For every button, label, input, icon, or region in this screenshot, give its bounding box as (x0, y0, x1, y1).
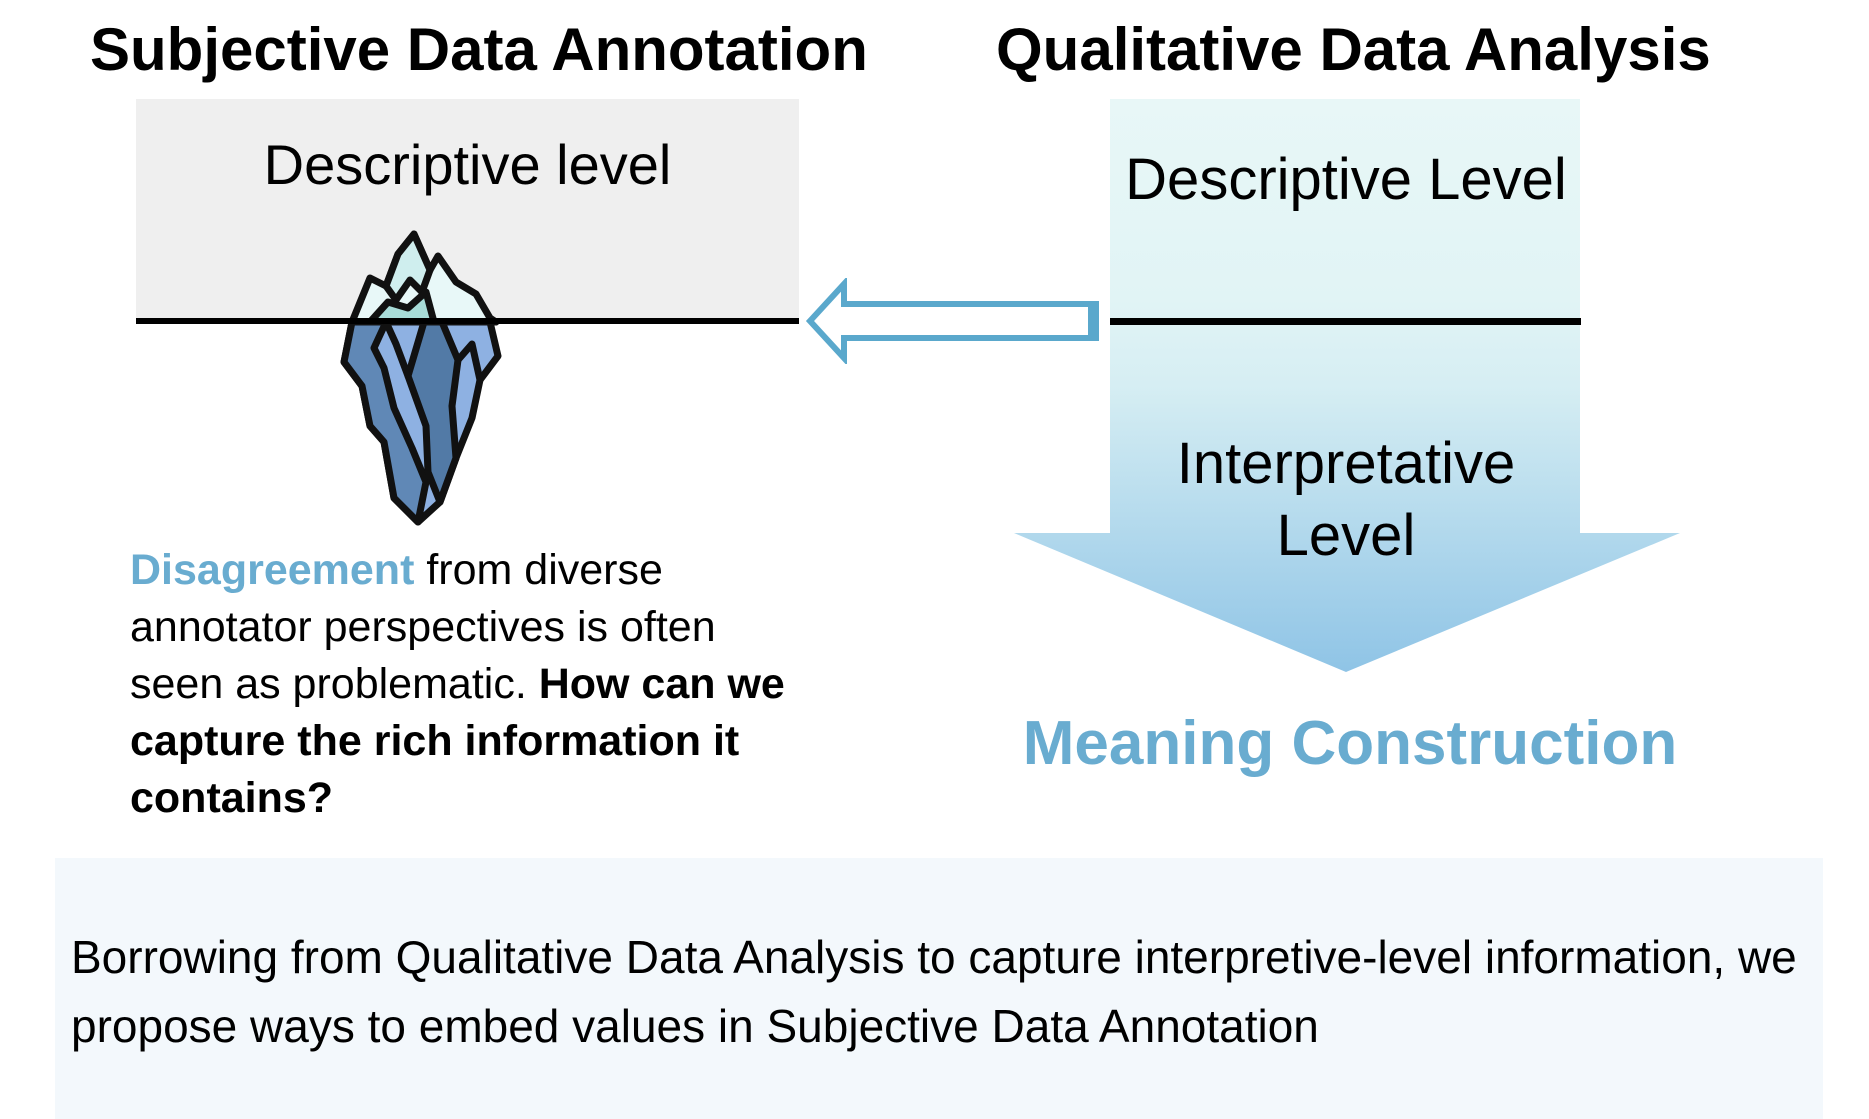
iceberg-icon (340, 230, 502, 526)
summary-text: Borrowing from Qualitative Data Analysis… (71, 931, 1797, 1052)
summary-box (55, 858, 1823, 1119)
subjective-data-annotation-title: Subjective Data Annotation (90, 16, 868, 83)
qda-interpretative-level-label: Interpretative Level (1176, 431, 1516, 568)
qualitative-data-analysis-title: Qualitative Data Analysis (996, 16, 1711, 83)
qda-descriptive-level-label: Descriptive Level (1125, 147, 1567, 212)
disagreement-highlight: Disagreement (130, 546, 415, 594)
disagreement-paragraph: Disagreement from diverse annotator pers… (130, 542, 790, 827)
waterline (136, 318, 799, 324)
descriptive-level-label: Descriptive level (263, 133, 672, 196)
left-arrow-icon (805, 278, 1099, 364)
disagreement-normal-text: from diverse annotator perspectives is o… (130, 546, 716, 708)
meaning-construction-caption: Meaning Construction (1022, 709, 1678, 778)
descriptive-level-box (136, 99, 799, 321)
qda-divider-line (1110, 318, 1581, 325)
interpretation-depth-arrow (1014, 99, 1680, 672)
disagreement-question: How can we capture the rich information … (130, 660, 785, 822)
